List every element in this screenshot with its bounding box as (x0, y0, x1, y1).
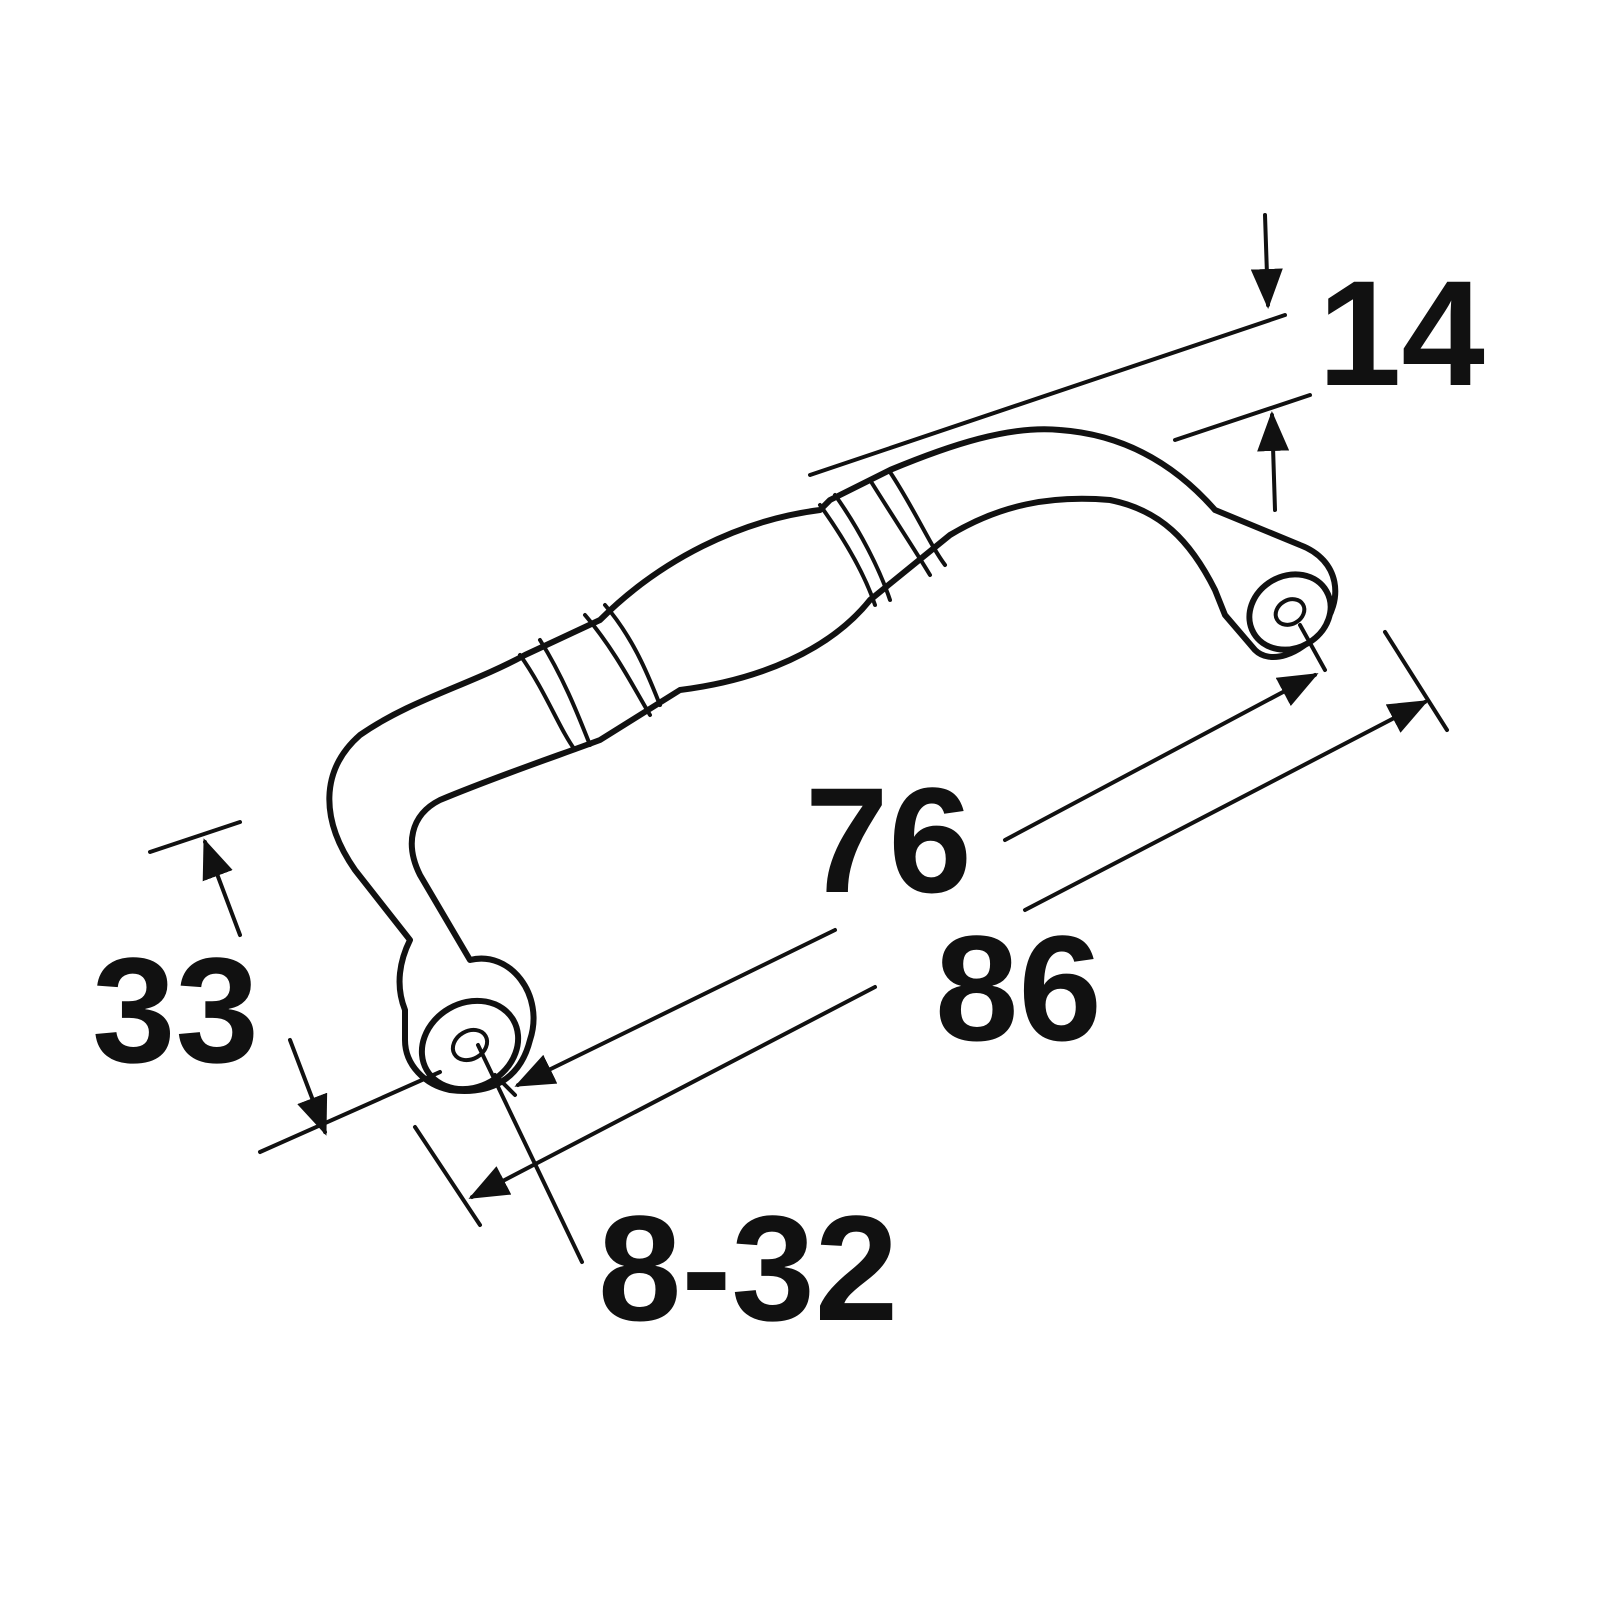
dimension-hole-spacing (493, 623, 1327, 1097)
thread-label: 8-32 (598, 1184, 898, 1352)
thread-leader-line (476, 1043, 584, 1264)
dimension-projection (148, 820, 442, 1154)
handle-outline (326, 426, 1339, 1094)
dimension-overall-length (413, 630, 1449, 1227)
dimension-label-hole-spacing: 76 (805, 756, 972, 924)
dimension-label-height: 14 (1318, 249, 1485, 417)
dimension-label-projection: 33 (92, 926, 259, 1094)
dimension-label-overall-length: 86 (935, 904, 1102, 1072)
dimension-height (808, 213, 1312, 512)
